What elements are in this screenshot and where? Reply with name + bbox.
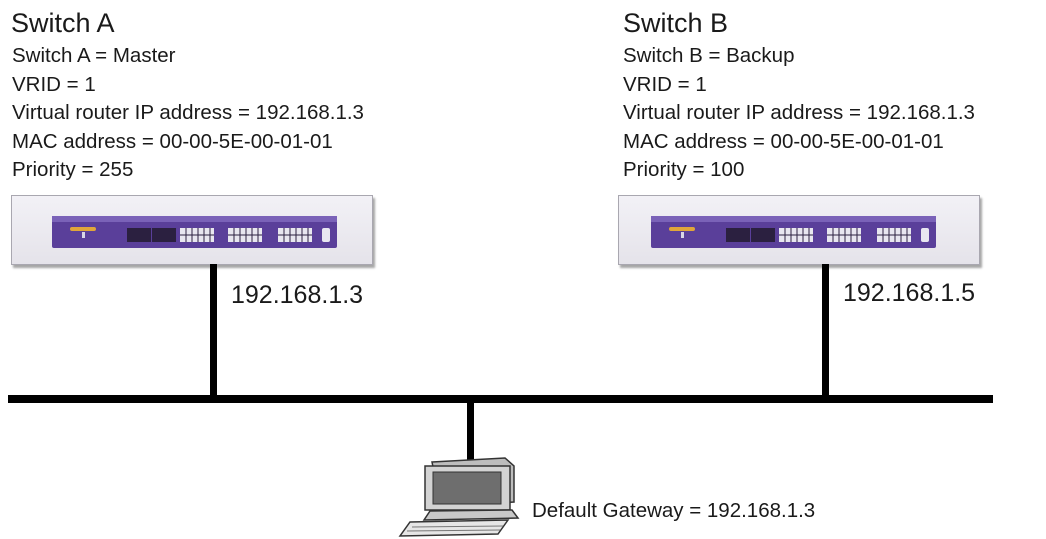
switch-b-title: Switch B bbox=[623, 8, 729, 38]
switch-b-priority: Priority = 100 bbox=[623, 158, 745, 182]
switch-b-icon bbox=[651, 216, 936, 248]
switch-a-attributes: Switch A = Master VRID = 1 Virtual route… bbox=[12, 42, 364, 185]
lan-bus bbox=[8, 395, 993, 403]
switch-b-role: Switch B = Backup bbox=[623, 44, 795, 67]
switch-a-mac: MAC address = 00-00-5E-00-01-01 bbox=[12, 129, 333, 153]
switch-b-link bbox=[822, 264, 829, 398]
switch-a-priority: Priority = 255 bbox=[12, 158, 134, 182]
switch-a-link bbox=[210, 264, 217, 398]
switch-b-virtual-ip: Virtual router IP address = 192.168.1.3 bbox=[623, 101, 975, 125]
switch-a-virtual-ip: Virtual router IP address = 192.168.1.3 bbox=[12, 101, 364, 125]
switch-a-box bbox=[11, 195, 373, 265]
switch-a-title: Switch A bbox=[11, 8, 115, 38]
host-link bbox=[467, 400, 474, 462]
switch-b-vrid: VRID = 1 bbox=[623, 72, 707, 96]
switch-a-vrid: VRID = 1 bbox=[12, 72, 96, 96]
switch-b-ip: 192.168.1.5 bbox=[843, 279, 976, 307]
switch-a-ip: 192.168.1.3 bbox=[231, 281, 364, 309]
switch-b-attributes: Switch B = Backup VRID = 1 Virtual route… bbox=[623, 42, 975, 185]
switch-a-icon bbox=[52, 216, 337, 248]
switch-a-role: Switch A = Master bbox=[12, 44, 176, 67]
default-gateway-label: Default Gateway = 192.168.1.3 bbox=[532, 499, 816, 522]
switch-b-mac: MAC address = 00-00-5E-00-01-01 bbox=[623, 129, 944, 153]
switch-b-box bbox=[618, 195, 980, 265]
